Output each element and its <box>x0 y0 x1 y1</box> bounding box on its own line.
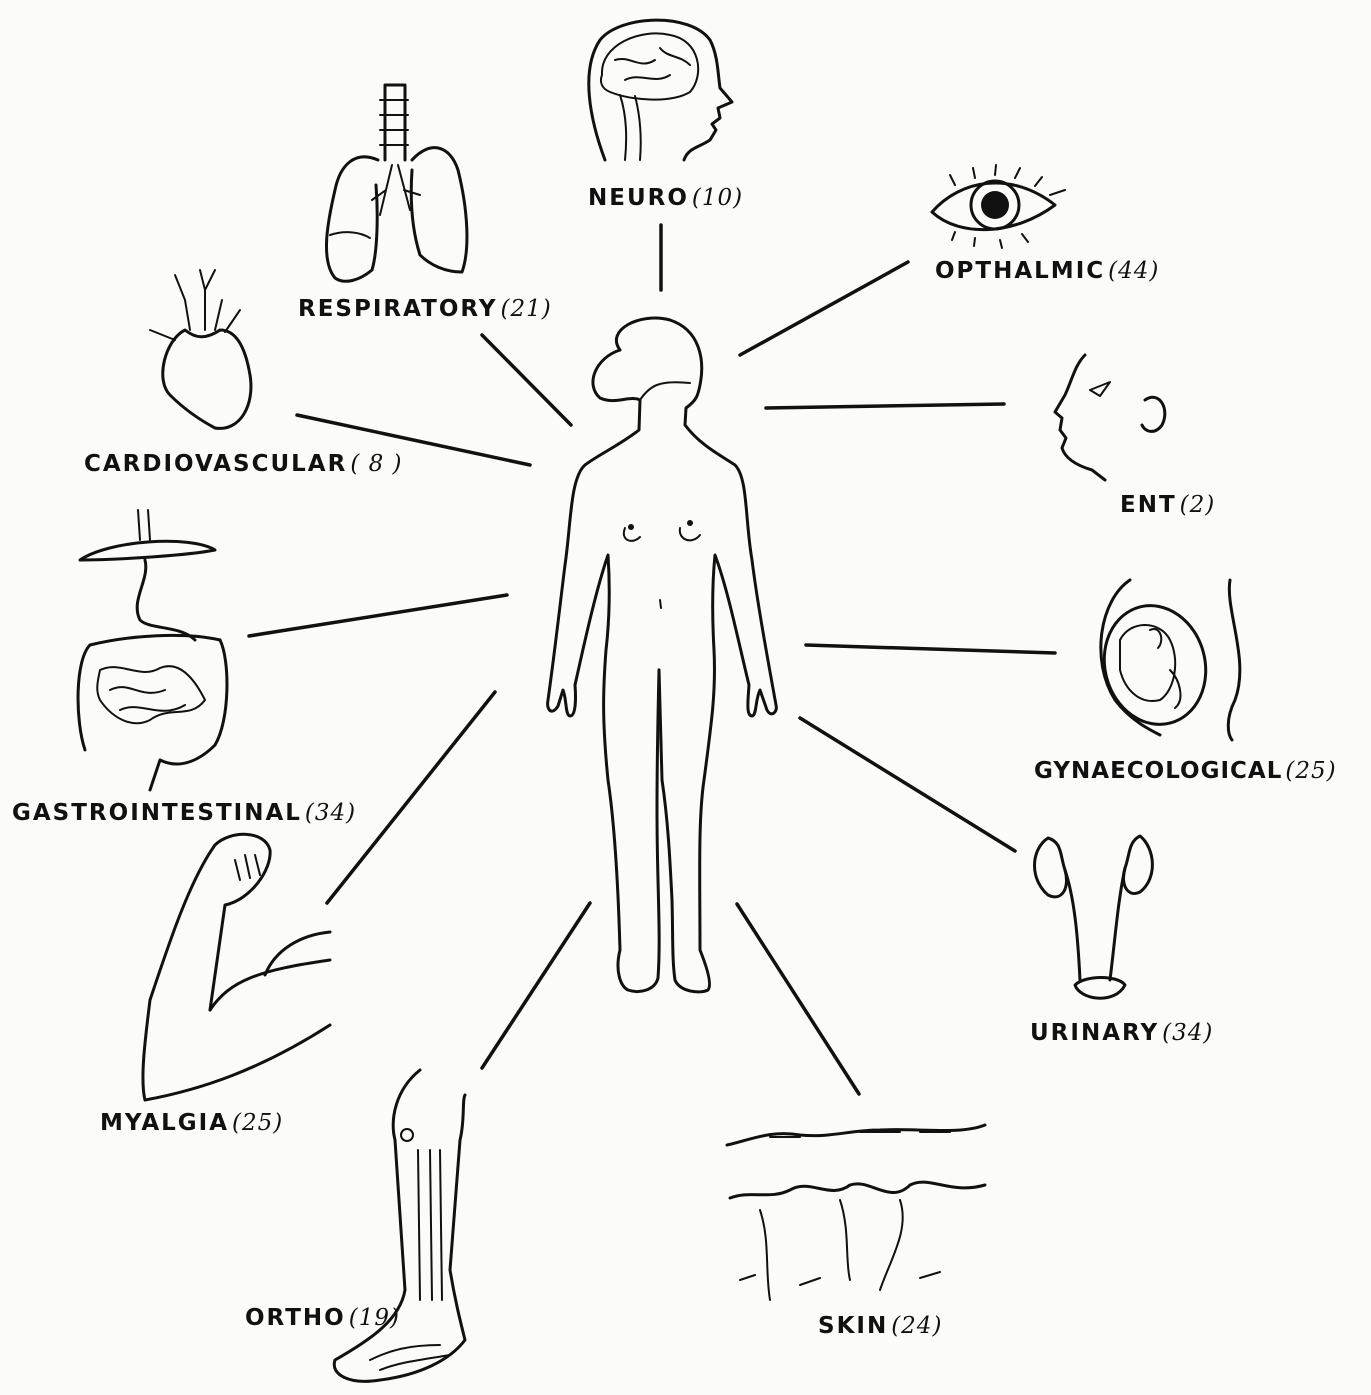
eye-icon <box>932 165 1065 248</box>
label-ent-count: (2) <box>1180 492 1216 518</box>
label-ortho-name: ORTHO <box>245 1305 346 1331</box>
label-skin: SKIN(24) <box>818 1313 942 1339</box>
label-neuro-count: (10) <box>692 185 743 211</box>
fetus-womb-icon <box>1091 580 1240 740</box>
label-gynaecological-count: (25) <box>1285 758 1336 784</box>
connector-ortho <box>482 903 590 1068</box>
connector-urinary <box>800 718 1015 851</box>
connector-myalgia <box>327 692 495 903</box>
label-ortho-count: (19) <box>349 1305 400 1331</box>
flexed-arm-icon <box>143 834 330 1100</box>
label-skin-count: (24) <box>891 1313 942 1339</box>
skin-layers-icon <box>727 1125 985 1300</box>
connector-ent <box>766 404 1004 408</box>
label-respiratory-count: (21) <box>500 296 551 322</box>
label-opthalmic: OPTHALMIC(44) <box>935 258 1159 284</box>
label-gastrointestinal: GASTROINTESTINAL(34) <box>12 800 356 826</box>
label-gastrointestinal-count: (34) <box>305 800 356 826</box>
leg-bones-icon <box>334 1070 465 1381</box>
female-body-figure <box>548 318 777 992</box>
label-gynaecological: GYNAECOLOGICAL(25) <box>1034 758 1337 784</box>
label-respiratory: RESPIRATORY(21) <box>298 296 552 322</box>
connector-opthalmic <box>740 262 908 355</box>
label-cardiovascular-name: CARDIOVASCULAR <box>84 451 347 477</box>
heart-icon <box>150 270 251 428</box>
label-urinary-count: (34) <box>1162 1020 1213 1046</box>
label-ent-name: ENT <box>1120 492 1177 518</box>
label-respiratory-name: RESPIRATORY <box>298 296 497 322</box>
connector-gastrointestinal <box>249 595 507 636</box>
label-neuro-name: NEURO <box>588 185 689 211</box>
label-gastrointestinal-name: GASTROINTESTINAL <box>12 800 302 826</box>
face-profile-icon <box>1055 355 1165 480</box>
label-urinary: URINARY(34) <box>1030 1020 1213 1046</box>
label-neuro: NEURO(10) <box>588 185 743 211</box>
connector-gynaecological <box>806 645 1055 653</box>
urinary-system-icon <box>1035 836 1153 998</box>
connector-lines <box>249 225 1055 1094</box>
label-cardiovascular-count: ( 8 ) <box>350 451 402 477</box>
label-gynaecological-name: GYNAECOLOGICAL <box>1034 758 1282 784</box>
label-myalgia: MYALGIA(25) <box>100 1110 283 1136</box>
lungs-icon <box>326 85 466 281</box>
label-myalgia-count: (25) <box>232 1110 283 1136</box>
brain-head-icon <box>589 20 732 160</box>
label-cardiovascular: CARDIOVASCULAR( 8 ) <box>84 451 403 477</box>
label-skin-name: SKIN <box>818 1313 888 1339</box>
connector-skin <box>737 904 859 1094</box>
label-opthalmic-count: (44) <box>1108 258 1159 284</box>
label-myalgia-name: MYALGIA <box>100 1110 229 1136</box>
label-ent: ENT(2) <box>1120 492 1215 518</box>
label-ortho: ORTHO(19) <box>245 1305 400 1331</box>
label-opthalmic-name: OPTHALMIC <box>935 258 1105 284</box>
digestive-tract-icon <box>78 510 227 790</box>
label-urinary-name: URINARY <box>1030 1020 1159 1046</box>
connector-respiratory <box>482 335 571 425</box>
